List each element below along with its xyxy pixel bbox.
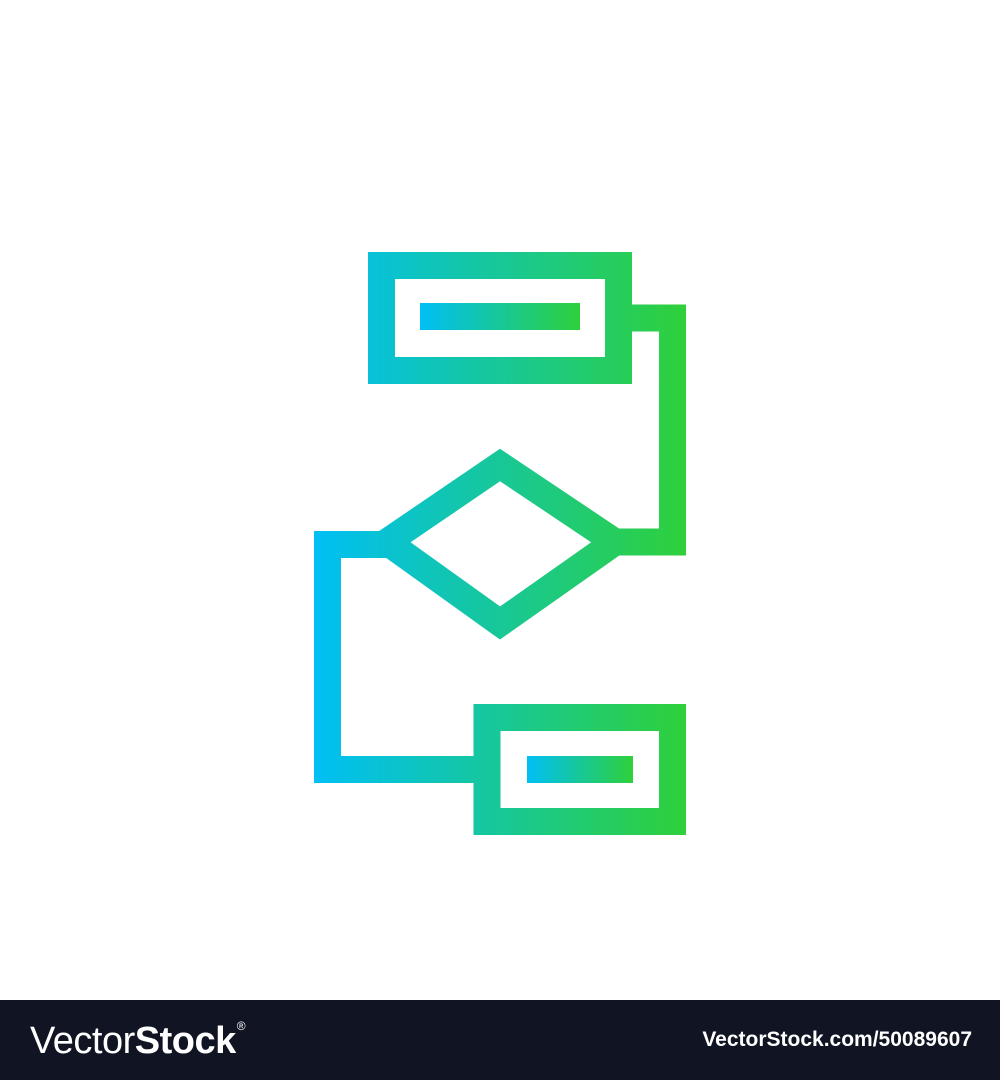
flowchart-icon xyxy=(314,252,686,835)
bottom-process-box xyxy=(473,704,686,835)
decision-diamond xyxy=(363,448,639,640)
bottom-box-inner-bar xyxy=(527,756,633,783)
top-connector-line xyxy=(615,304,686,556)
registered-mark: ® xyxy=(236,1019,246,1033)
logo-word-stock: Stock xyxy=(134,1020,236,1062)
illustration-canvas xyxy=(314,252,686,835)
top-box-inner-bar xyxy=(420,303,580,330)
bottom-connector-line xyxy=(314,531,487,783)
logo-word-vector: Vector xyxy=(30,1020,135,1062)
image-id-text: VectorStock.com/50089607 xyxy=(702,1028,972,1051)
